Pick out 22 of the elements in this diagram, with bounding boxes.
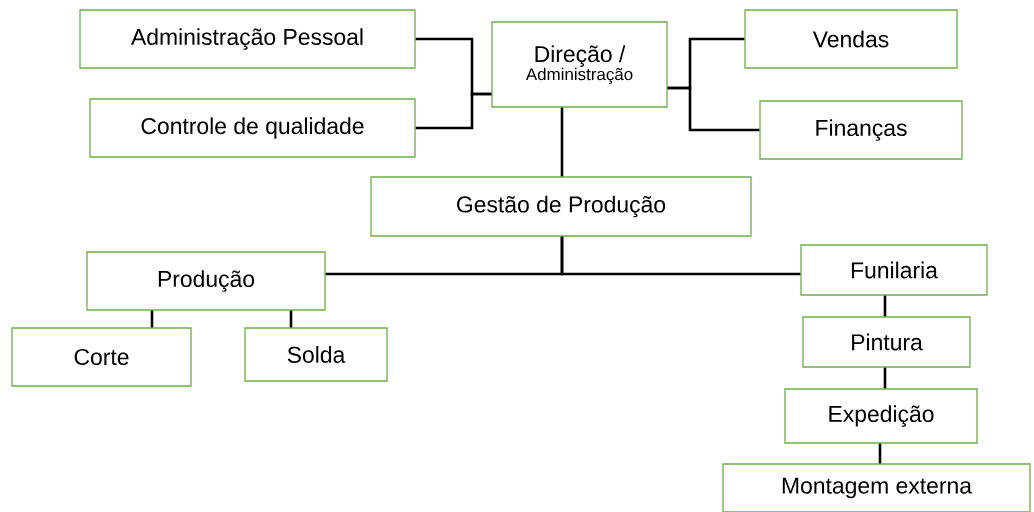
org-box: Corte	[11, 327, 192, 387]
org-box: Vendas	[744, 9, 958, 69]
connector-line	[150, 310, 154, 328]
org-box: Produção	[86, 251, 326, 311]
org-box: Solda	[244, 327, 388, 382]
org-box: Expedição	[784, 388, 978, 444]
org-box: Finanças	[759, 100, 963, 160]
org-box: Funilaria	[800, 244, 988, 296]
org-box: Pintura	[802, 316, 971, 368]
connector-line	[560, 107, 564, 177]
connector-line	[883, 295, 887, 317]
connector-line	[667, 86, 760, 132]
org-box: Montagem externa	[722, 463, 1031, 512]
org-box: Gestão de Produção	[370, 176, 752, 237]
org-box: Controle de qualidade	[89, 98, 416, 158]
connector-line	[415, 92, 492, 130]
connector-line	[878, 443, 882, 464]
connector-line	[883, 367, 887, 389]
connector-line	[560, 236, 801, 276]
connector-line	[289, 310, 293, 328]
org-box: Direção / Administração	[491, 21, 668, 108]
org-box: Administração Pessoal	[79, 9, 416, 69]
